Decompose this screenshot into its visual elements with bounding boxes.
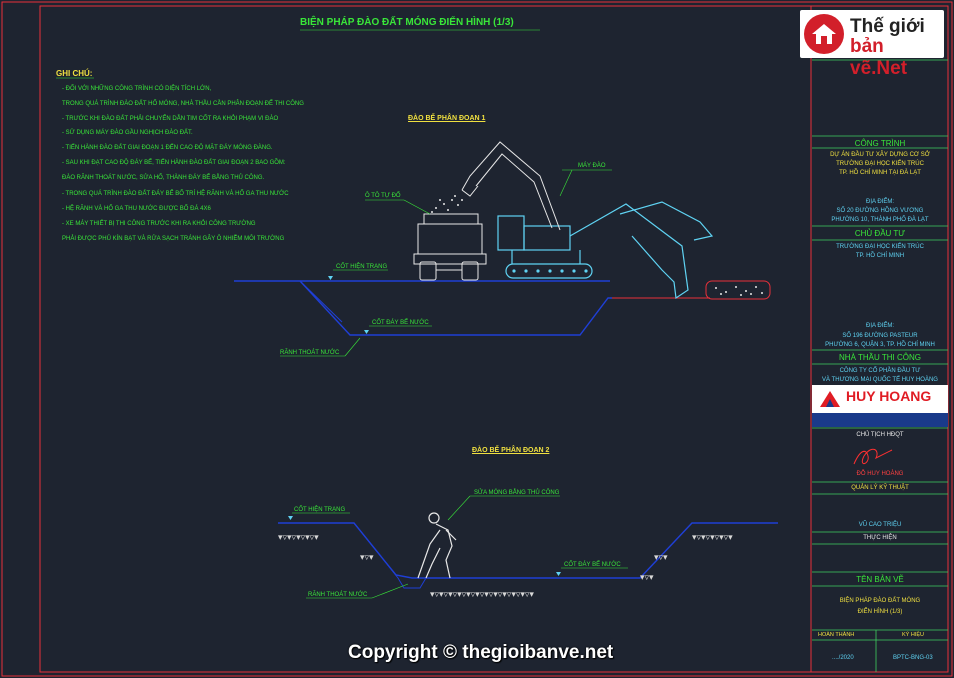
note-line: - HỆ RÃNH VÀ HỐ GA THU NƯỚC ĐƯỢC BỐ ĐÁ 4…	[62, 206, 211, 212]
executor-heading: THỰC HIỆN	[863, 535, 897, 541]
contractor-logo-mark	[820, 391, 840, 407]
svg-text:▾▿▾▿▾▿▾▿▾: ▾▿▾▿▾▿▾▿▾	[278, 533, 319, 543]
drawing-name-line: BIỆN PHÁP ĐÀO ĐẤT MÓNG	[839, 598, 921, 604]
level-marker-bottom-1	[364, 330, 369, 334]
owner-heading: CHỦ ĐẦU TƯ	[854, 229, 906, 238]
svg-text:▾▿▾: ▾▿▾	[654, 553, 668, 563]
stage2-title: ĐÀO BỂ PHÂN ĐOẠN 2	[472, 447, 550, 454]
sign-heading: KÝ HIỆU	[902, 632, 925, 638]
stage1-title: ĐÀO BỂ PHÂN ĐOẠN 1	[408, 115, 486, 122]
note-line: - TIẾN HÀNH ĐÀO ĐẤT GIAI ĐOẠN 1 ĐẾN CAO …	[62, 145, 273, 151]
contractor-line: VÀ THƯƠNG MẠI QUỐC TẾ HUY HOÀNG	[822, 377, 938, 383]
location-line: PHƯỜNG 10, THÀNH PHỐ ĐÀ LẠT	[831, 217, 929, 223]
excavator-label: MÁY ĐÀO	[578, 163, 606, 169]
notes-heading: GHI CHÚ:	[56, 69, 93, 78]
drawing-code: BPTC-BNG-03	[893, 655, 933, 661]
logo-line2: bản vẽ.Net	[850, 36, 908, 79]
note-line: PHẢI ĐƯỢC PHỦ KÍN BẠT VÀ RỬA SẠCH TRÁNH …	[62, 236, 285, 242]
drawing-title: BIỆN PHÁP ĐÀO ĐẤT MÓNG ĐIỂN HÌNH (1/3)	[300, 17, 514, 28]
inner-border	[39, 5, 949, 673]
copyright-watermark: Copyright © thegioibanve.net	[348, 642, 614, 663]
chairman-heading: CHỦ TỊCH HĐQT	[856, 432, 904, 438]
note-line: - SAU KHI ĐẠT CAO ĐỘ ĐÁY BỂ, TIẾN HÀNH Đ…	[62, 160, 286, 166]
level-marker-bottom-2	[556, 572, 561, 576]
contractor-line: CÔNG TY CỔ PHẦN ĐẦU TƯ	[839, 368, 921, 374]
note-line: - ĐỐI VỚI NHỮNG CÔNG TRÌNH CÓ DIỆN TÍCH …	[62, 86, 212, 92]
dump-truck-drawing	[413, 195, 487, 281]
project-heading: CÔNG TRÌNH	[854, 139, 906, 148]
location-heading: ĐỊA ĐIỂM:	[865, 199, 894, 205]
drawing-name-heading: TÊN BẢN VẼ	[856, 575, 904, 584]
level-marker-existing-1	[328, 276, 333, 280]
owner-line: TP. HỒ CHÍ MINH	[855, 253, 905, 259]
stage1-ground-profile	[234, 280, 771, 336]
stage1-drain: RÃNH THOÁT NƯỚC	[280, 350, 340, 356]
svg-text:▾▿▾: ▾▿▾	[640, 573, 654, 583]
owner-location-line: PHƯỜNG 6, QUẬN 3, TP. HỒ CHÍ MINH	[825, 342, 935, 348]
excavator-drawing	[461, 141, 714, 300]
stage2-ground-profile: ▾▿▾▿▾▿▾▿▾ ▾▿▾▿▾▿▾▿▾ ▾▿▾▿▾▿▾▿▾▿▾▿▾▿▾▿▾▿▾▿…	[278, 522, 778, 600]
contractor-strip	[812, 420, 948, 427]
note-line: - TRONG QUÁ TRÌNH ĐÀO ĐẤT ĐÁY BỂ BỐ TRÍ …	[62, 191, 289, 197]
note-line: TRONG QUÁ TRÌNH ĐÀO ĐẤT HỐ MÓNG, NHÀ THẦ…	[62, 101, 304, 107]
project-line: TP. HỒ CHÍ MINH TẠI ĐÀ LẠT	[839, 170, 921, 176]
complete-heading: HOÀN THÀNH	[818, 632, 855, 638]
chairman-signature	[853, 448, 893, 465]
project-line: TRƯỜNG ĐẠI HỌC KIẾN TRÚC	[836, 161, 924, 167]
note-line: ĐÀO RÃNH THOÁT NƯỚC, SỬA HỐ, THÀNH ĐÁY B…	[62, 175, 265, 181]
stage1-bottom-level: CỐT ĐÁY BỂ NƯỚC	[372, 320, 429, 326]
owner-location-heading: ĐỊA ĐIỂM:	[865, 323, 894, 329]
contractor-heading: NHÀ THẦU THI CÔNG	[839, 353, 921, 362]
svg-text:▾▿▾: ▾▿▾	[360, 553, 374, 563]
owner-location-line: SỐ 196 ĐƯỜNG PASTEUR	[842, 333, 918, 339]
contractor-strip	[812, 413, 948, 420]
site-logo[interactable]: Thế giới bản vẽ.Net	[800, 10, 944, 79]
contractor-logo-text: HUY HOANG	[846, 388, 932, 404]
chairman-name: ĐỖ HUY HOÀNG	[856, 471, 904, 477]
house-glyph	[812, 24, 836, 44]
stage2-bottom-level: CỐT ĐÁY BỂ NƯỚC	[564, 562, 621, 568]
owner-line: TRƯỜNG ĐẠI HỌC KIẾN TRÚC	[836, 244, 924, 250]
svg-text:▾▿▾▿▾▿▾▿▾: ▾▿▾▿▾▿▾▿▾	[692, 533, 733, 543]
stage2-drain: RÃNH THOÁT NƯỚC	[308, 592, 368, 598]
manual-repair-label: SỬA MÓNG BẰNG THỦ CÔNG	[474, 490, 560, 496]
logo-line1: Thế giới	[850, 16, 925, 37]
manager-heading: QUẢN LÝ KỸ THUẬT	[851, 485, 909, 491]
note-line: - XE MÁY THIẾT BỊ THI CÔNG TRƯỚC KHI RA …	[62, 221, 256, 227]
stage1-existing-level: CỐT HIỆN TRẠNG	[336, 264, 388, 270]
contractor-logo: HUY HOANG	[812, 385, 948, 413]
stage2-existing-level: CỐT HIỆN TRẠNG	[294, 507, 346, 513]
level-marker-existing-2	[288, 516, 293, 520]
manager-name: VŨ CAO TRIỆU	[858, 522, 902, 528]
svg-text:▾▿▾▿▾▿▾▿▾▿▾▿▾▿▾▿▾▿▾▿▾▿▾: ▾▿▾▿▾▿▾▿▾▿▾▿▾▿▾▿▾▿▾▿▾▿▾	[430, 590, 534, 600]
project-line: DỰ ÁN ĐẦU TƯ XÂY DỰNG CƠ SỞ	[830, 152, 930, 158]
location-line: SỐ 20 ĐƯỜNG HỒNG VƯƠNG	[836, 208, 924, 214]
complete-date: ..../2020	[832, 655, 854, 661]
note-line: - SỬ DỤNG MÁY ĐÀO GẦU NGHỊCH ĐÀO ĐẤT.	[62, 130, 193, 136]
worker-drawing	[417, 512, 457, 579]
truck-label: Ô TÔ TỰ ĐỔ	[365, 193, 401, 199]
note-line: - TRƯỚC KHI ĐÀO ĐẤT PHẢI CHUYỂN DẪN TIM …	[62, 116, 279, 122]
drawing-name-line: ĐIỂN HÌNH (1/3)	[857, 609, 903, 615]
